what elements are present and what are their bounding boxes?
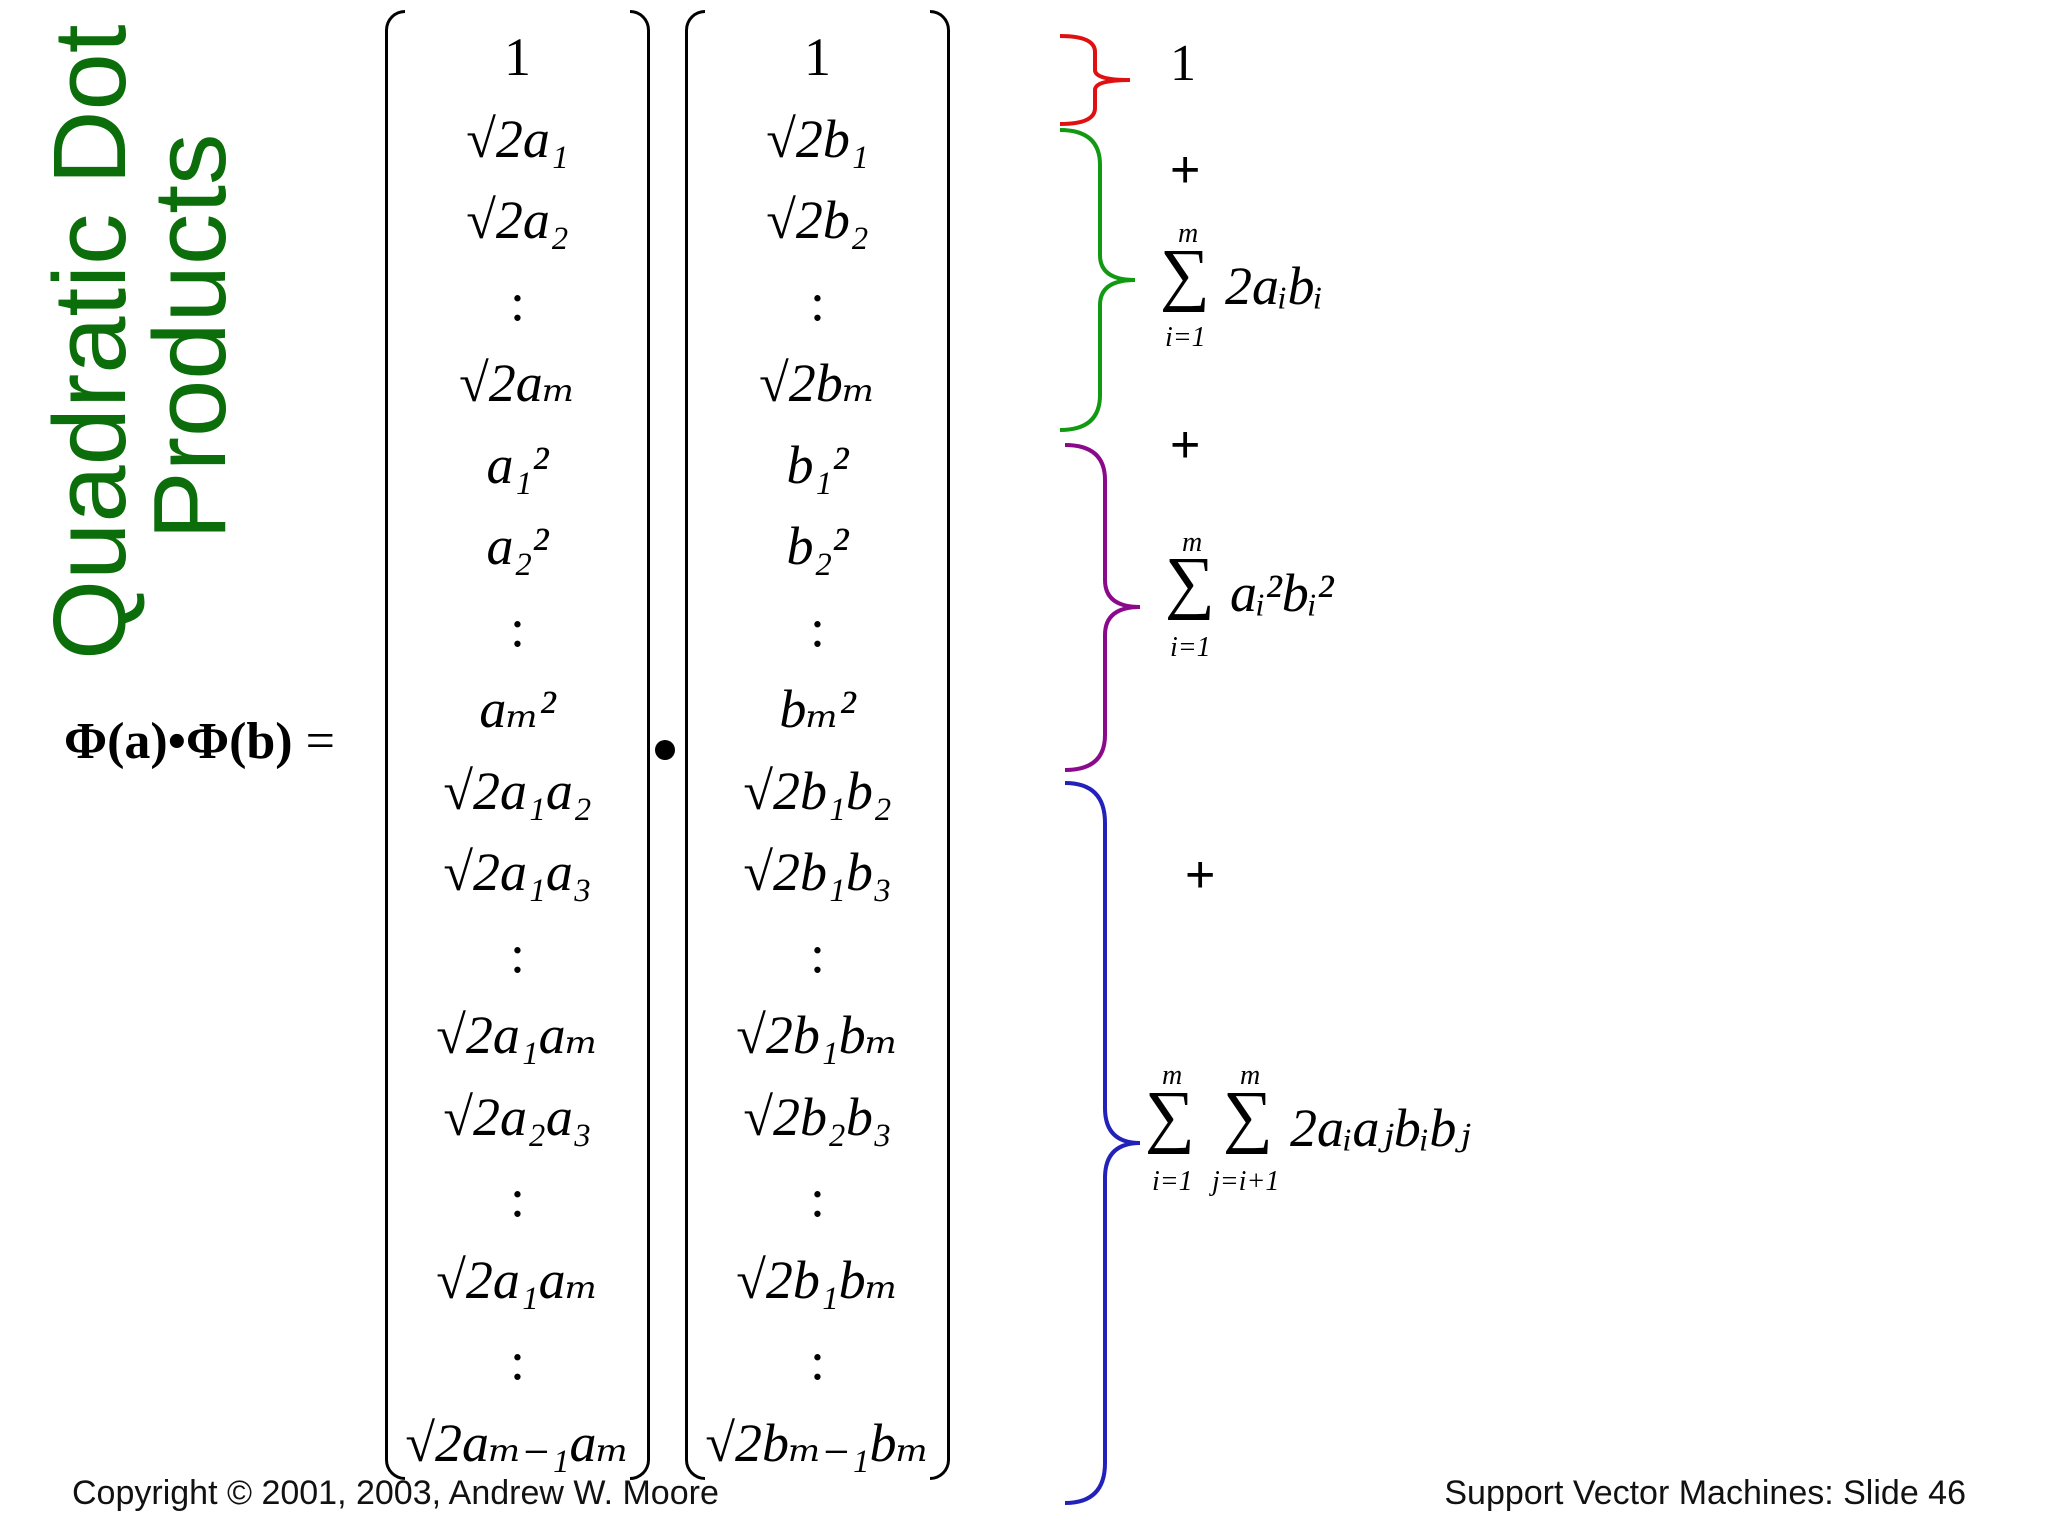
sigma-symbol-i: ∑ xyxy=(1145,1078,1195,1155)
vector-b-entry: : xyxy=(809,923,825,984)
vector-b-entry: : xyxy=(809,271,825,332)
brace-red xyxy=(1059,34,1131,126)
sum-lower-limit-i: i=1 xyxy=(1152,1166,1193,1197)
footer-slide-number: Support Vector Machines: Slide 46 xyxy=(1444,1474,1966,1512)
vector-a-entry: √2aₘ₋₁aₘ xyxy=(405,1412,630,1473)
lhs-equals: = xyxy=(305,713,335,770)
vector-a-entry: aₘ² xyxy=(479,679,556,739)
dot-product-operator xyxy=(655,740,675,760)
vector-b-entry: √2bₘ₋₁bₘ xyxy=(705,1412,930,1473)
term-squares: aᵢ²bᵢ² xyxy=(1230,563,1334,623)
term-constant: 1 xyxy=(1170,35,1196,92)
vector-a-entry: √2a₁a₃ xyxy=(443,842,592,902)
vector-a-entry: 1 xyxy=(504,27,531,87)
vector-b-entry: : xyxy=(809,1168,825,1228)
vector-b-entry: 1 xyxy=(804,27,831,87)
vector-a-entry: : xyxy=(509,271,525,332)
vector-b-entry: bₘ² xyxy=(779,679,856,739)
vector-a-entry: √2a₂ xyxy=(466,190,569,250)
vector-b-entry: √2b₁bₘ xyxy=(736,1005,899,1065)
sigma-symbol-j: ∑ xyxy=(1223,1078,1273,1155)
plus-sign-2: + xyxy=(1170,416,1201,474)
slide-title: Quadratic Dot Products xyxy=(32,10,278,660)
vector-b-entry: √2b₂ xyxy=(766,190,869,250)
vector-b-entry: √2b₁b₃ xyxy=(743,842,892,902)
vector-b-entry: : xyxy=(809,597,825,658)
plus-sign-3: + xyxy=(1185,846,1216,904)
brace-purple xyxy=(1064,443,1141,772)
vector-b-entry: √2b₁ xyxy=(766,108,869,169)
vector-a-entry: a₂² xyxy=(486,516,549,576)
sum-upper-limit: m xyxy=(1182,527,1203,558)
vector-b: 1 √2b₁ √2b₂: √2bₘ b₁² b₂²: bₘ² √2b₁b₂ √2b₁b₃: √2b… xyxy=(685,10,950,1480)
vector-a-entry: : xyxy=(509,1168,525,1228)
vector-b-entry: : xyxy=(809,1331,825,1391)
vector-a: 1 √2a₁ √2a₂: √2aₘ a₁² a₂²: aₘ² √2a₁a₂ √2a₁a₃: √2a… xyxy=(385,10,650,1480)
vector-a-entry: a₁² xyxy=(486,434,549,495)
sum-lower-limit-j: j=i+1 xyxy=(1212,1166,1280,1197)
sum-upper-limit: m xyxy=(1178,218,1199,249)
vector-b-entry: √2b₂b₃ xyxy=(743,1086,892,1147)
vector-b-entry: √2bₘ xyxy=(759,353,876,413)
vector-a-entry: √2a₁aₘ xyxy=(436,1249,599,1310)
vector-a-entry: : xyxy=(509,923,525,984)
vector-a-entry: : xyxy=(509,597,525,658)
vector-a-entry: : xyxy=(509,1331,525,1391)
sigma-symbol: ∑ xyxy=(1165,544,1215,621)
vector-a-entry: √2aₘ xyxy=(459,353,576,413)
title-line-1: Quadratic Dot xyxy=(32,24,147,660)
brace-blue xyxy=(1064,781,1141,1505)
lhs-phi-product: Φ(a)•Φ(b) xyxy=(64,713,293,770)
vector-b-entry: b₂² xyxy=(786,516,849,576)
sum-upper-limit-i: m xyxy=(1162,1060,1183,1091)
vector-a-entry: √2a₂a₃ xyxy=(443,1086,592,1147)
sum-lower-limit: i=1 xyxy=(1165,322,1206,353)
sigma-symbol: ∑ xyxy=(1160,236,1210,313)
brace-green xyxy=(1059,128,1136,432)
term-cross: 2aᵢaⱼbᵢbⱼ xyxy=(1290,1098,1471,1158)
plus-sign-1: + xyxy=(1170,141,1201,199)
footer-copyright: Copyright © 2001, 2003, Andrew W. Moore xyxy=(72,1474,719,1512)
vector-a-entry: √2a₁aₘ xyxy=(436,1005,599,1065)
term-linear: 2aᵢbᵢ xyxy=(1225,256,1324,316)
title-line-2: Products xyxy=(132,133,247,540)
lhs-expression: Φ(a)•Φ(b) = xyxy=(64,712,335,771)
vector-b-entry: b₁² xyxy=(786,434,849,495)
sum-upper-limit-j: m xyxy=(1240,1060,1261,1091)
vector-a-entry: √2a₁a₂ xyxy=(443,760,592,821)
vector-b-entry: √2b₁bₘ xyxy=(736,1249,899,1310)
vector-a-entry: √2a₁ xyxy=(466,108,569,169)
vector-b-entry: √2b₁b₂ xyxy=(743,760,892,821)
sum-lower-limit: i=1 xyxy=(1170,632,1211,663)
